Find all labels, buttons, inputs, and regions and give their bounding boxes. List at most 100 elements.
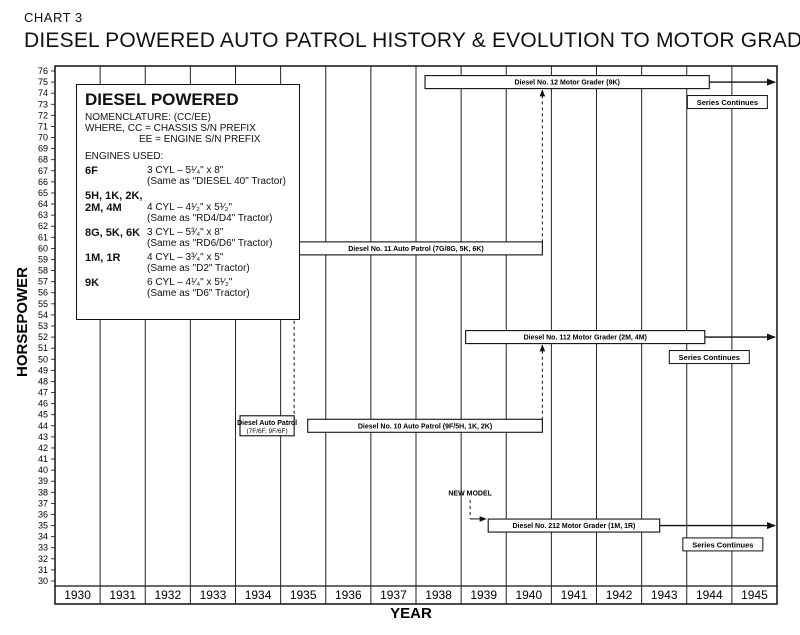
hp-tick-label: 43 [38, 432, 48, 442]
series-label: Diesel No. 212 Motor Grader (1M, 1R) [512, 523, 635, 530]
hp-tick-label: 62 [38, 221, 48, 231]
series-label: Diesel No. 11 Auto Patrol (7G/8G, 5K, 6K… [348, 246, 484, 253]
hp-tick-label: 30 [38, 576, 48, 586]
engine-tractor: (Same as "D6" Tractor) [147, 288, 250, 299]
hp-tick-label: 69 [38, 144, 48, 154]
hp-tick-label: 42 [38, 443, 48, 453]
chart-number: CHART 3 [24, 10, 83, 25]
year-tick-label: 1938 [425, 588, 452, 602]
engine-row: 8G, 5K, 6K 3 CYL – 5³⁄₄" x 8" (Same as "… [85, 227, 291, 249]
year-tick-label: 1944 [696, 588, 723, 602]
engine-row: 5H, 1K, 2K, 2M, 4M 4 CYL – 4¹⁄₂" x 5¹⁄₂"… [85, 190, 291, 224]
year-tick-label: 1940 [515, 588, 542, 602]
year-tick-label: 1931 [109, 588, 136, 602]
hp-tick-label: 54 [38, 310, 48, 320]
hp-tick-label: 51 [38, 343, 48, 353]
hp-tick-label: 31 [38, 565, 48, 575]
hp-tick-label: 76 [38, 66, 48, 76]
series-continues-label: Series Continues [697, 98, 758, 107]
hp-tick-label: 63 [38, 210, 48, 220]
legend-heading: DIESEL POWERED [85, 90, 239, 109]
year-tick-label: 1930 [64, 588, 91, 602]
engine-tractor: (Same as "RD6/D6" Tractor) [147, 238, 273, 249]
engine-tractor: (Same as "DIESEL 40" Tractor) [147, 176, 286, 187]
year-tick-label: 1942 [606, 588, 633, 602]
year-tick-label: 1936 [335, 588, 362, 602]
hp-tick-label: 53 [38, 321, 48, 331]
engine-codes: 6F [85, 165, 98, 177]
hp-tick-label: 36 [38, 509, 48, 519]
engine-codes: 1M, 1R [85, 252, 121, 264]
where-engine-line: EE = ENGINE S/N PREFIX [139, 134, 261, 145]
hp-tick-label: 49 [38, 365, 48, 375]
hp-tick-label: 34 [38, 532, 48, 542]
engine-spec: 4 CYL – 4¹⁄₂" x 5¹⁄₂" [147, 202, 233, 213]
hp-tick-label: 59 [38, 254, 48, 264]
series-continues-label: Series Continues [679, 353, 740, 362]
series-bar [465, 330, 706, 345]
engine-tractor: (Same as "D2" Tractor) [147, 263, 250, 274]
engine-row: 6F 3 CYL – 5¹⁄₄" x 8" (Same as "DIESEL 4… [85, 165, 291, 187]
x-axis-title: YEAR [390, 605, 432, 622]
series-label: Diesel No. 12 Motor Grader (9K) [514, 80, 619, 87]
hp-tick-label: 56 [38, 288, 48, 298]
engine-spec: 6 CYL – 4¹⁄₄" x 5¹⁄₂" [147, 277, 233, 288]
hp-tick-label: 32 [38, 554, 48, 564]
series-continues-box [682, 537, 764, 552]
hp-tick-label: 47 [38, 388, 48, 398]
hp-tick-label: 33 [38, 543, 48, 553]
year-tick-label: 1945 [741, 588, 768, 602]
series-label: Diesel No. 10 Auto Patrol (9F/5H, 1K, 2K… [358, 423, 492, 430]
hp-tick-label: 46 [38, 399, 48, 409]
series-bar [424, 75, 710, 90]
hp-tick-label: 60 [38, 243, 48, 253]
new-model-note: NEW MODEL [448, 490, 492, 497]
series-continues-box [668, 350, 750, 365]
hp-tick-label: 52 [38, 332, 48, 342]
hp-tick-label: 65 [38, 188, 48, 198]
engine-row: 1M, 1R 4 CYL – 3³⁄₄" x 5" (Same as "D2" … [85, 252, 291, 274]
year-tick-label: 1943 [651, 588, 678, 602]
hp-tick-label: 55 [38, 299, 48, 309]
engine-codes: 8G, 5K, 6K [85, 227, 141, 239]
hp-tick-label: 70 [38, 133, 48, 143]
hp-tick-label: 75 [38, 77, 48, 87]
chart-title: DIESEL POWERED AUTO PATROL HISTORY & EVO… [24, 29, 800, 52]
hp-tick-label: 58 [38, 266, 48, 276]
year-tick-label: 1935 [290, 588, 317, 602]
hp-tick-label: 40 [38, 465, 48, 475]
hp-tick-label: 35 [38, 521, 48, 531]
year-tick-label: 1941 [561, 588, 588, 602]
engine-spec: 3 CYL – 5³⁄₄" x 8" [147, 227, 224, 238]
hp-tick-label: 41 [38, 454, 48, 464]
hp-tick-label: 73 [38, 99, 48, 109]
hp-tick-label: 67 [38, 166, 48, 176]
year-tick-label: 1933 [200, 588, 227, 602]
hp-tick-label: 72 [38, 110, 48, 120]
year-tick-label: 1932 [154, 588, 181, 602]
hp-tick-label: 50 [38, 354, 48, 364]
engine-spec: 3 CYL – 5¹⁄₄" x 8" [147, 165, 224, 176]
engine-codes: 9K [85, 277, 100, 289]
hp-tick-label: 39 [38, 476, 48, 486]
series-label: Diesel No. 112 Motor Grader (2M, 4M) [524, 335, 647, 342]
hp-tick-label: 38 [38, 487, 48, 497]
series-label-sub: (7F/6F, 9F/6F) [246, 428, 287, 435]
hp-tick-label: 61 [38, 232, 48, 242]
engine-tractor: (Same as "RD4/D4" Tractor) [147, 213, 273, 224]
hp-tick-label: 44 [38, 421, 48, 431]
hp-tick-label: 37 [38, 498, 48, 508]
legend-box: DIESEL POWERED NOMENCLATURE: (CC/EE) WHE… [76, 84, 300, 320]
hp-tick-label: 57 [38, 277, 48, 287]
series-continues-label: Series Continues [692, 540, 753, 549]
engines-heading: ENGINES USED: [85, 151, 164, 162]
series-bar [239, 415, 295, 437]
where-chassis-line: WHERE, CC = CHASSIS S/N PREFIX [85, 123, 256, 134]
series-continues-box [686, 95, 768, 110]
hp-tick-label: 68 [38, 155, 48, 165]
y-axis-title: HORSEPOWER [14, 267, 31, 377]
year-tick-label: 1934 [245, 588, 272, 602]
series-bar [307, 418, 543, 433]
year-tick-label: 1937 [380, 588, 407, 602]
